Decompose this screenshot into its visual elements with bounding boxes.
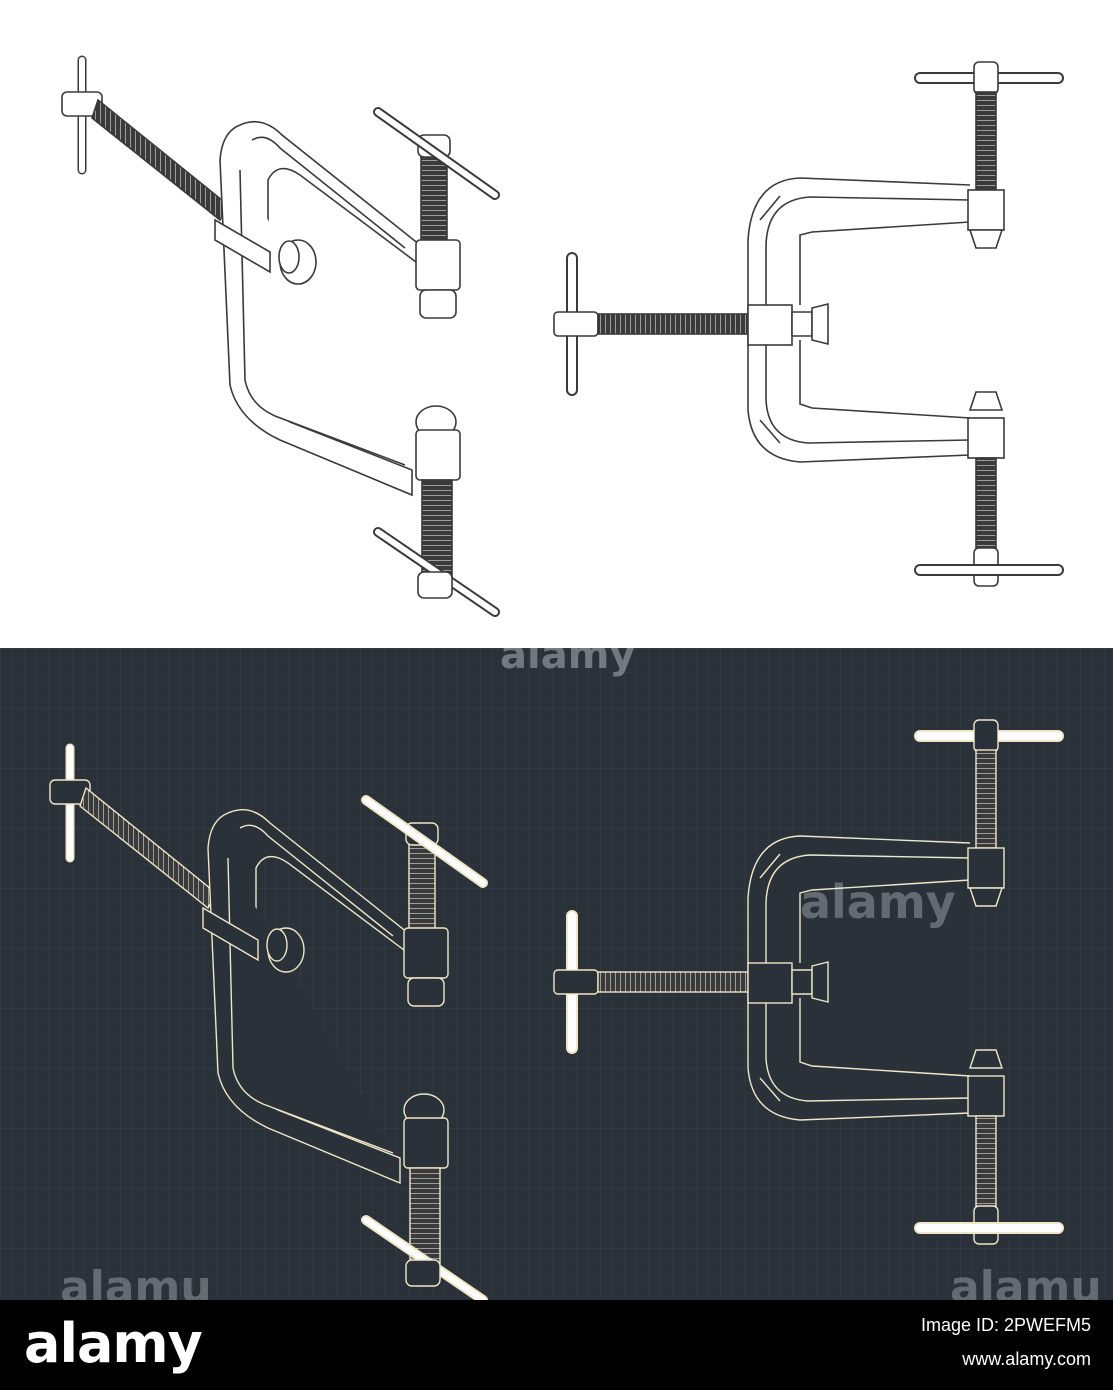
c-clamp-front-icon xyxy=(554,62,1058,586)
light-panel: #panel-light .inner { stroke: #ffffff; }… xyxy=(0,0,1113,648)
footer-bar: alamy Image ID: 2PWEFM5 www.alamy.com xyxy=(0,1300,1113,1390)
image-id-label: Image ID: 2PWEFM5 xyxy=(920,1315,1091,1335)
site-url-link[interactable]: www.alamy.com xyxy=(962,1349,1091,1369)
c-clamp-isometric-icon: #panel-light .inner { stroke: #ffffff; }… xyxy=(62,60,495,612)
brand-logo[interactable]: alamy xyxy=(24,1312,203,1375)
light-drawing-canvas: #panel-light .inner { stroke: #ffffff; }… xyxy=(0,0,1113,648)
dark-panel: #panel-dark .inner { stroke: #2a3139; } … xyxy=(0,648,1113,1300)
dark-drawing-canvas: #panel-dark .inner { stroke: #2a3139; } … xyxy=(0,648,1113,1300)
